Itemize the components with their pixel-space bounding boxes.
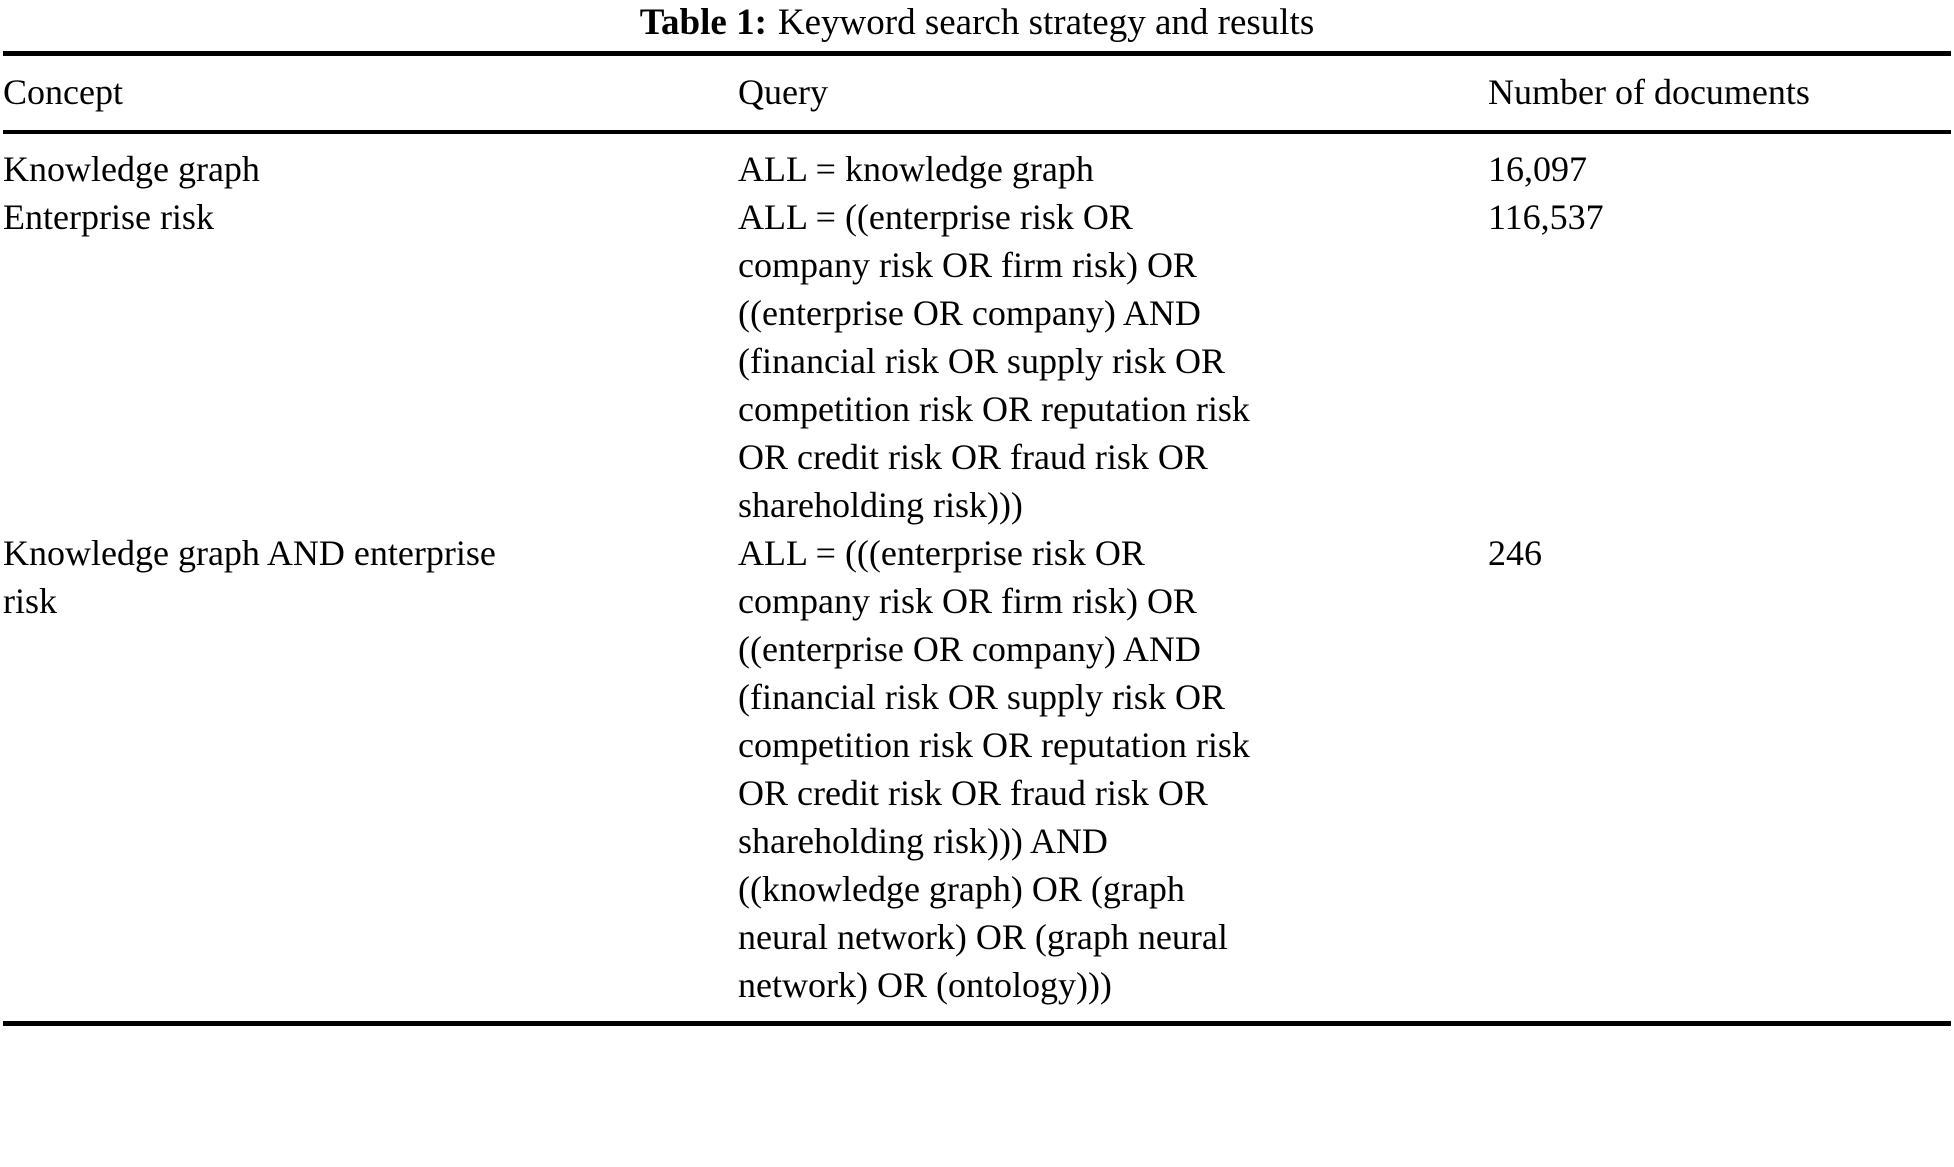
concept-lines: Knowledge graph AND enterprise risk xyxy=(3,529,738,625)
cell-documents: 246 xyxy=(1488,533,1542,573)
table-header-row: Concept Query Number of documents xyxy=(3,56,1951,130)
column-header-documents: Number of documents xyxy=(1488,72,1810,112)
table-bottom-rule xyxy=(3,1021,1951,1026)
column-header-query: Query xyxy=(738,72,828,112)
query-line: competition risk OR reputation risk xyxy=(738,725,1250,765)
concept-line: Knowledge graph xyxy=(3,149,260,189)
query-line: (financial risk OR supply risk OR xyxy=(738,677,1225,717)
query-line: company risk OR firm risk) OR xyxy=(738,581,1197,621)
query-line: ((enterprise OR company) AND xyxy=(738,293,1201,333)
query-line: ALL = knowledge graph xyxy=(738,149,1094,189)
cell-concept: Knowledge graph AND enterprise risk xyxy=(3,529,738,1021)
cell-query: ALL = (((enterprise risk OR company risk… xyxy=(738,529,1488,1021)
table-row: Knowledge graph AND enterprise risk ALL … xyxy=(3,529,1951,1021)
concept-line: Enterprise risk xyxy=(3,197,214,237)
query-lines: ALL = (((enterprise risk OR company risk… xyxy=(738,529,1488,1009)
table-caption: Table 1:Keyword search strategy and resu… xyxy=(3,0,1951,51)
caption-text: Keyword search strategy and results xyxy=(777,2,1315,43)
query-line: network) OR (ontology))) xyxy=(738,965,1112,1005)
cell-query: ALL = knowledge graph xyxy=(738,134,1488,193)
concept-line: Knowledge graph AND enterprise xyxy=(3,533,496,573)
cell-documents: 16,097 xyxy=(1488,149,1587,189)
table-row: Knowledge graph ALL = knowledge graph 16… xyxy=(3,134,1951,193)
caption-label: Table 1: xyxy=(639,2,767,43)
keyword-search-table: Concept Query Number of documents xyxy=(3,56,1951,130)
query-line: ((enterprise OR company) AND xyxy=(738,629,1201,669)
query-line: OR credit risk OR fraud risk OR xyxy=(738,773,1208,813)
column-header-concept: Concept xyxy=(3,72,123,112)
query-line: competition risk OR reputation risk xyxy=(738,389,1250,429)
concept-lines: Enterprise risk xyxy=(3,193,738,241)
table-top-rule xyxy=(3,51,1951,56)
cell-query: ALL = ((enterprise risk OR company risk … xyxy=(738,193,1488,529)
concept-lines: Knowledge graph xyxy=(3,145,738,193)
query-line: ALL = ((enterprise risk OR xyxy=(738,197,1133,237)
query-line: company risk OR firm risk) OR xyxy=(738,245,1197,285)
query-line: (financial risk OR supply risk OR xyxy=(738,341,1225,381)
cell-concept: Knowledge graph xyxy=(3,134,738,193)
query-line: OR credit risk OR fraud risk OR xyxy=(738,437,1208,477)
table-row: Enterprise risk ALL = ((enterprise risk … xyxy=(3,193,1951,529)
query-lines: ALL = ((enterprise risk OR company risk … xyxy=(738,193,1488,529)
query-line: neural network) OR (graph neural xyxy=(738,917,1228,957)
query-line: shareholding risk))) xyxy=(738,485,1023,525)
query-lines: ALL = knowledge graph xyxy=(738,145,1488,193)
concept-line: risk xyxy=(3,581,57,621)
query-line: ((knowledge graph) OR (graph xyxy=(738,869,1185,909)
table-header-rule xyxy=(3,130,1951,134)
keyword-search-table-body: Knowledge graph ALL = knowledge graph 16… xyxy=(3,134,1951,1021)
cell-documents: 116,537 xyxy=(1488,197,1604,237)
query-line: shareholding risk))) AND xyxy=(738,821,1108,861)
cell-concept: Enterprise risk xyxy=(3,193,738,529)
query-line: ALL = (((enterprise risk OR xyxy=(738,533,1145,573)
